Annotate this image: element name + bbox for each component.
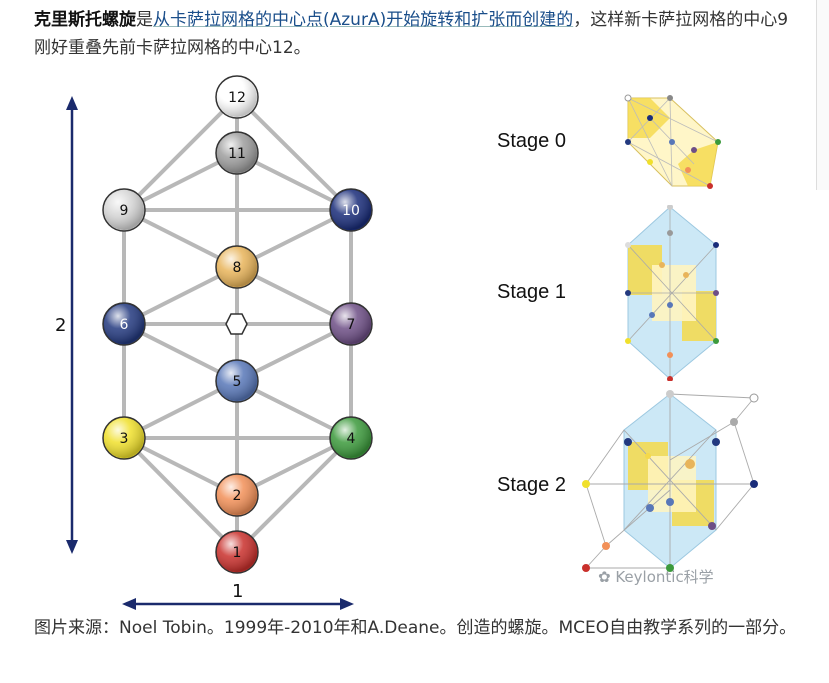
center-hexagon	[225, 313, 248, 335]
width-label: 1	[232, 581, 243, 602]
stage-0-illustration	[624, 94, 721, 189]
scrollbar[interactable]	[816, 0, 829, 190]
sphere-label: 3	[120, 431, 129, 447]
sphere-label: 4	[347, 431, 356, 447]
sphere-label: 11	[228, 146, 246, 162]
grid-edge	[122, 436, 239, 554]
sphere-11: 11	[215, 131, 259, 175]
image-caption: 图片来源：Noel Tobin。1999年-2010年和A.Deane。创造的螺…	[34, 618, 797, 638]
sphere-12: 12	[215, 75, 259, 119]
sphere-label: 5	[233, 374, 242, 390]
sphere-label: 12	[228, 90, 246, 106]
sphere-label: 8	[233, 260, 242, 276]
grid-edge	[122, 95, 239, 212]
sphere-8: 8	[215, 245, 259, 289]
sphere-label: 1	[233, 545, 242, 561]
intro-post-link: ，这样新卡萨拉网格的中心9刚好重叠先前卡萨拉网格的中心12。	[34, 10, 789, 58]
height-arrow	[66, 96, 78, 554]
sphere-10: 10	[329, 188, 373, 232]
sphere-label: 9	[120, 203, 129, 219]
stage-0-label: Stage 0	[497, 130, 566, 152]
intro-link[interactable]: 从卡萨拉网格的中心点(AzurA)开始旋转和扩张而创建的	[153, 10, 574, 30]
intro-bold-term: 克里斯托螺旋	[34, 10, 136, 30]
watermark-text: Keylontic科学	[615, 568, 714, 586]
sphere-7: 7	[329, 302, 373, 346]
height-label: 2	[55, 315, 66, 336]
stage-2-label: Stage 2	[497, 474, 566, 496]
intro-pre-link: 是	[136, 10, 153, 30]
width-arrow	[122, 598, 354, 610]
wechat-icon: ✿	[598, 568, 616, 586]
stage-1-label: Stage 1	[497, 281, 566, 303]
sphere-label: 7	[347, 317, 356, 333]
intro-paragraph: 克里斯托螺旋是从卡萨拉网格的中心点(AzurA)开始旋转和扩张而创建的，这样新卡…	[34, 6, 794, 62]
sphere-9: 9	[102, 188, 146, 232]
sphere-3: 3	[102, 416, 146, 460]
watermark: ✿ Keylontic科学	[598, 566, 714, 587]
spheres: 12 11 9 10 8 6 7 5 3 4 2 1	[102, 75, 373, 574]
stage-1-illustration	[625, 205, 719, 381]
sphere-5: 5	[215, 359, 259, 403]
sphere-6: 6	[102, 302, 146, 346]
sphere-label: 2	[233, 488, 242, 504]
sphere-label: 6	[120, 317, 129, 333]
sphere-2: 2	[215, 473, 259, 517]
grid-edge	[235, 95, 353, 212]
stage-2-illustration	[582, 390, 759, 572]
grid-edge	[235, 436, 353, 554]
sphere-label: 10	[342, 203, 360, 219]
sphere-1: 1	[215, 530, 259, 574]
sphere-4: 4	[329, 416, 373, 460]
